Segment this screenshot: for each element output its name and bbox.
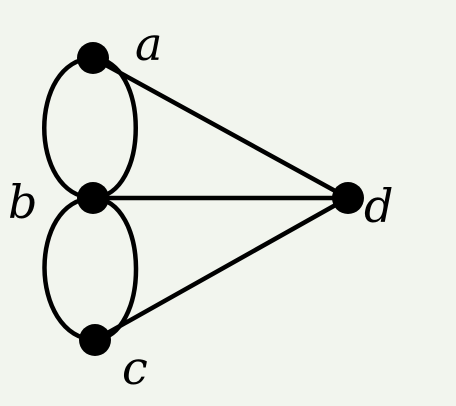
vertex-label-b: b [8, 175, 37, 229]
vertex-a [77, 42, 109, 74]
edges [42, 55, 351, 343]
vertex-d [332, 182, 364, 214]
edge-a-b-left [42, 55, 96, 201]
vertex-b [77, 182, 109, 214]
edge-a-b-right [90, 55, 138, 201]
edge-c-d [92, 195, 351, 343]
vertex-label-c: c [122, 341, 148, 395]
vertices [77, 42, 364, 356]
edge-a-d [90, 55, 351, 201]
vertex-label-d: d [364, 179, 393, 233]
edge-b-c-right [90, 195, 139, 343]
edge-b-c-left [42, 195, 98, 343]
vertex-labels: a b c d [8, 17, 393, 395]
vertex-label-a: a [135, 17, 162, 71]
vertex-c [79, 324, 111, 356]
